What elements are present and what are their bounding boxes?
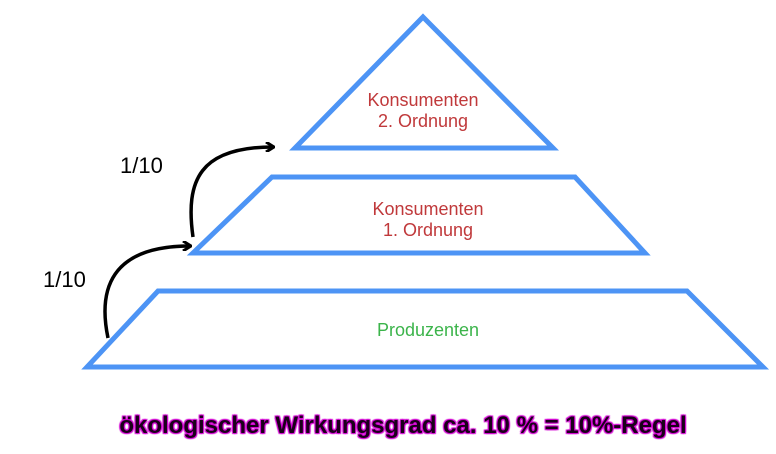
arrow-consumers1-to-consumers2 — [189, 147, 273, 238]
bottom-level-trapezoid — [81, 288, 770, 370]
level-label-line2: 2. Ordnung — [377, 111, 469, 131]
level-consumers-1: Konsumenten 1. Ordnung — [333, 199, 523, 241]
level-producers: Produzenten — [333, 320, 523, 341]
arrow-producers-to-consumers1 — [103, 246, 190, 339]
level-consumers-2: Konsumenten 2. Ordnung — [328, 90, 518, 132]
ten-percent-rule-caption: ökologischer Wirkungsgrad ca. 10 % = 10%… — [119, 412, 687, 439]
level-label-line2: 1. Ordnung — [382, 220, 474, 240]
level-label-line1: Produzenten — [376, 320, 480, 340]
middle-level-trapezoid — [186, 174, 651, 256]
level-label-line1: Konsumenten — [372, 199, 484, 219]
ratio-label-upper: 1/10 — [120, 153, 163, 178]
level-label-line1: Konsumenten — [367, 90, 479, 110]
ratio-label-lower: 1/10 — [43, 267, 86, 292]
top-level-triangle — [289, 13, 560, 151]
